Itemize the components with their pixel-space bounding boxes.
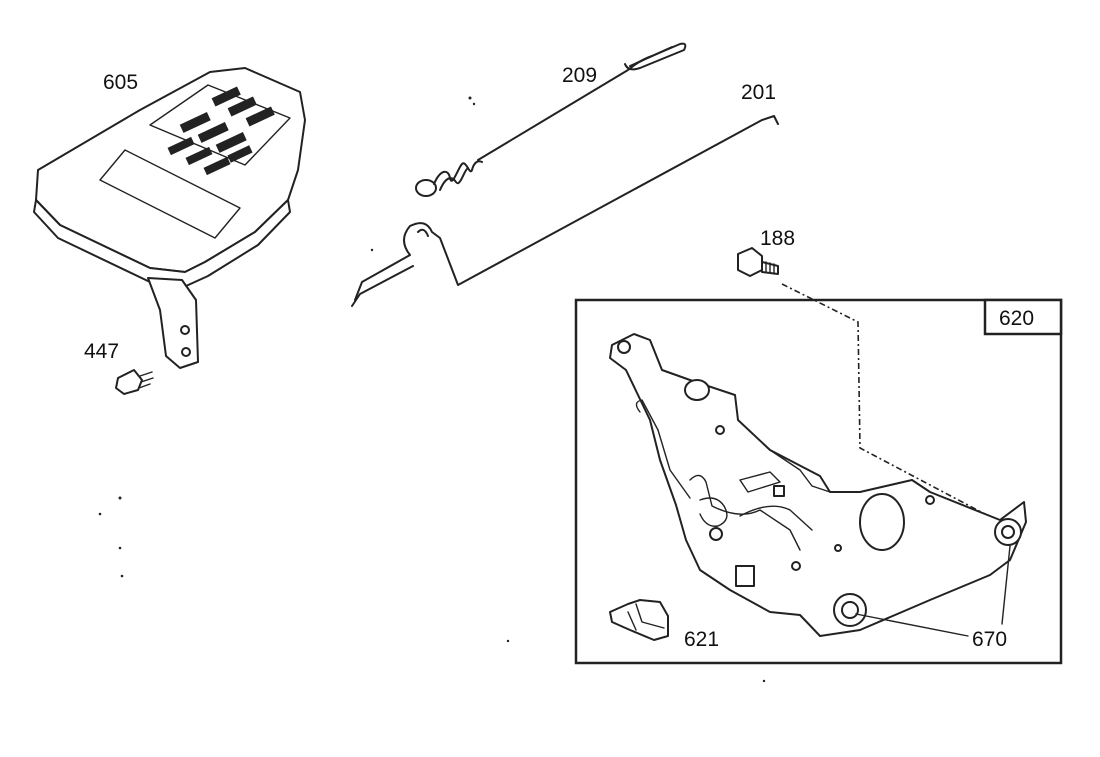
kit-620-frame	[574, 298, 1063, 665]
part-447-screw	[115, 369, 154, 395]
label-447: 447	[84, 340, 119, 363]
part-188-bolt	[737, 247, 779, 277]
label-188: 188	[760, 227, 795, 250]
label-605: 605	[103, 71, 138, 94]
part-621-clip	[609, 599, 669, 641]
label-621: 621	[684, 628, 719, 651]
label-620: 620	[999, 307, 1034, 330]
specks	[98, 96, 766, 683]
leader-188	[781, 283, 1001, 523]
label-670: 670	[972, 628, 1007, 651]
label-201: 201	[741, 81, 776, 104]
part-605-cover	[33, 67, 306, 369]
leader-670-b	[1001, 545, 1011, 625]
kit-620-tag	[983, 298, 1063, 336]
part-620-control-bracket	[609, 333, 1027, 637]
part-201-link-rod	[351, 115, 779, 307]
part-209-spring-link	[415, 42, 687, 197]
label-209: 209	[562, 64, 597, 87]
leader-670-a	[855, 613, 969, 637]
